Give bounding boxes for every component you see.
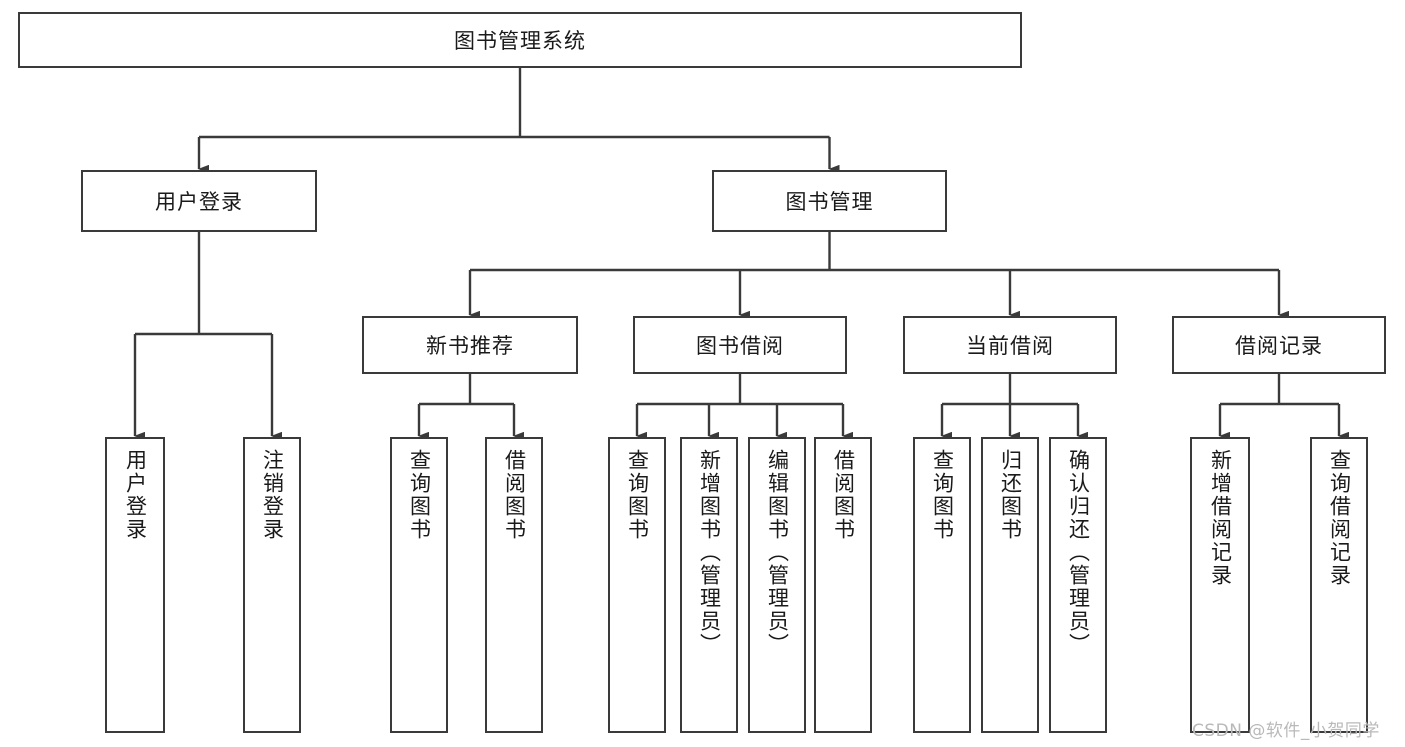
csdn-watermark: CSDN @软件_小贺同学 — [1192, 721, 1380, 741]
node-label: 用户登录 — [123, 449, 148, 541]
node-label: 查询图书 — [407, 449, 432, 541]
node-r2[interactable]: 查询借阅记录 — [1310, 437, 1368, 733]
node-label: 注销登录 — [260, 449, 285, 541]
node-borrow[interactable]: 图书借阅 — [633, 316, 847, 374]
node-c1[interactable]: 查询图书 — [913, 437, 971, 733]
node-label: 查询图书 — [930, 449, 955, 541]
node-label: 当前借阅 — [966, 334, 1054, 358]
node-label: 查询图书 — [625, 449, 650, 541]
node-current[interactable]: 当前借阅 — [903, 316, 1117, 374]
node-label: 新增借阅记录 — [1208, 449, 1233, 587]
node-label: 图书管理 — [785, 190, 874, 214]
node-label: 图书管理系统 — [454, 29, 586, 53]
node-label: 用户登录 — [155, 190, 243, 214]
node-login[interactable]: 用户登录 — [81, 170, 317, 232]
node-label: 图书借阅 — [696, 334, 784, 358]
node-label: 借阅记录 — [1235, 334, 1323, 358]
node-bookmgr[interactable]: 图书管理 — [712, 170, 947, 232]
node-n1[interactable]: 查询图书 — [390, 437, 448, 733]
node-c3[interactable]: 确认归还（管理员） — [1049, 437, 1107, 733]
node-b2[interactable]: 新增图书（管理员） — [680, 437, 738, 733]
node-l1[interactable]: 用户登录 — [105, 437, 165, 733]
node-n2[interactable]: 借阅图书 — [485, 437, 543, 733]
node-label: 归还图书 — [998, 449, 1023, 541]
node-l2[interactable]: 注销登录 — [243, 437, 301, 733]
node-label: 借阅图书 — [831, 449, 856, 541]
node-b4[interactable]: 借阅图书 — [814, 437, 872, 733]
node-label: 借阅图书 — [502, 449, 527, 541]
node-r1[interactable]: 新增借阅记录 — [1190, 437, 1250, 733]
node-newbook[interactable]: 新书推荐 — [362, 316, 578, 374]
node-root[interactable]: 图书管理系统 — [18, 12, 1022, 68]
node-label: 新书推荐 — [426, 334, 514, 358]
node-label: 新增图书（管理员） — [697, 449, 722, 656]
node-label: 确认归还（管理员） — [1066, 449, 1091, 656]
node-records[interactable]: 借阅记录 — [1172, 316, 1386, 374]
node-b3[interactable]: 编辑图书（管理员） — [748, 437, 806, 733]
node-label: 编辑图书（管理员） — [765, 449, 790, 656]
node-b1[interactable]: 查询图书 — [608, 437, 666, 733]
node-c2[interactable]: 归还图书 — [981, 437, 1039, 733]
node-label: 查询借阅记录 — [1327, 449, 1352, 587]
